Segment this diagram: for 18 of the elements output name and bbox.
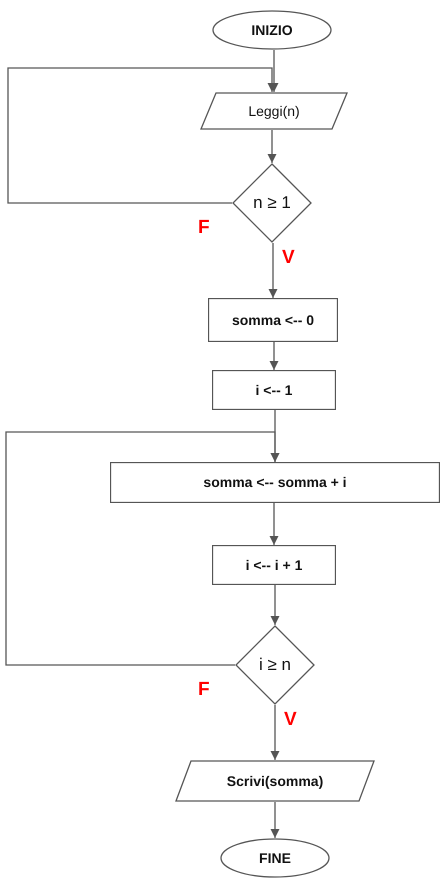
arrow: [269, 342, 279, 370]
arrow: [270, 585, 280, 625]
arrow: [270, 705, 280, 760]
arrow: [267, 130, 277, 163]
terminal-ellipse: FINE: [220, 838, 330, 878]
process-box: somma <-- 0: [208, 298, 338, 342]
io-parallelogram: Leggi(n): [200, 92, 348, 130]
process-box: i <-- 1: [212, 370, 336, 410]
process-box: somma <-- somma + i: [110, 462, 440, 503]
arrow: [269, 503, 279, 545]
arrow: [268, 243, 278, 298]
process-box: i <-- i + 1: [212, 545, 336, 585]
decision-diamond: n ≥ 1: [232, 163, 312, 243]
decision-diamond: i ≥ n: [235, 625, 315, 705]
terminal-ellipse: INIZIO: [212, 10, 332, 50]
io-parallelogram: Scrivi(somma): [175, 760, 375, 802]
arrow: [5, 431, 280, 666]
arrow: [270, 802, 280, 838]
